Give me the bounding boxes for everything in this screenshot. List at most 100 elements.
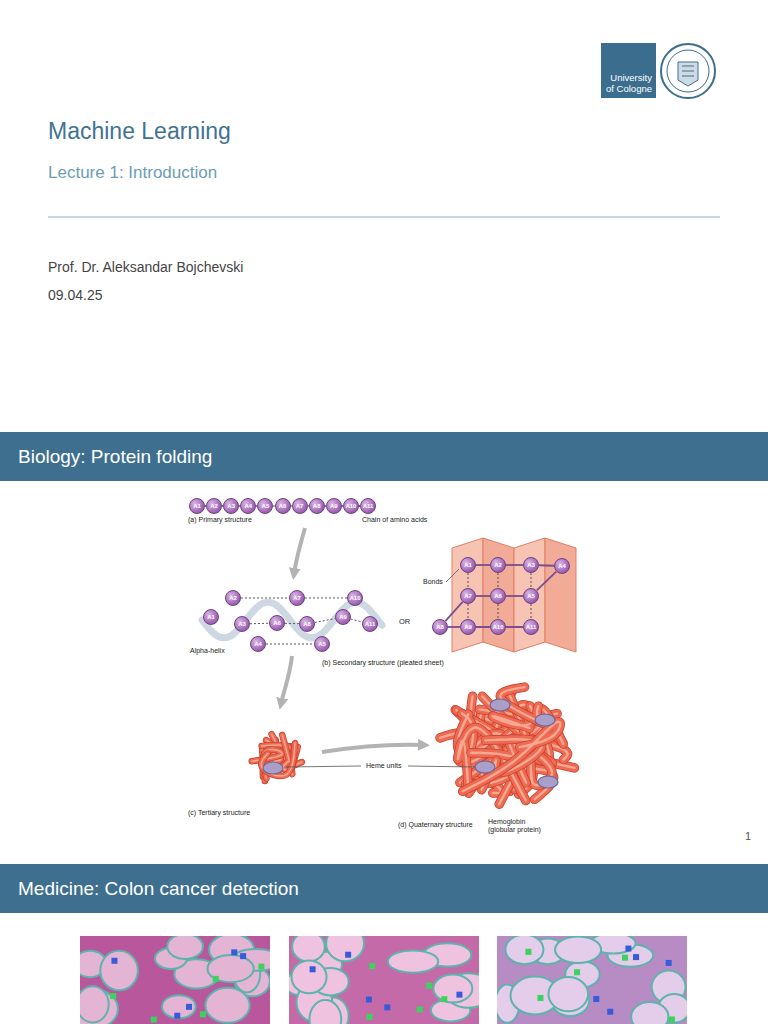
crypt xyxy=(292,960,327,993)
bond-line xyxy=(468,573,469,588)
residue-label: A3 xyxy=(527,562,535,568)
leader-line xyxy=(408,766,475,767)
date: 09.04.25 xyxy=(48,287,103,303)
amino-acid: A8 xyxy=(309,498,325,514)
detection-marker xyxy=(441,996,447,1002)
chain-link xyxy=(539,564,554,566)
residue-label: A9 xyxy=(464,624,472,630)
amino-acid: A11 xyxy=(362,616,378,632)
residue-label: A1 xyxy=(464,562,472,568)
amino-acid: A2 xyxy=(206,498,222,514)
crypt xyxy=(631,1002,668,1024)
seal-detail xyxy=(682,66,694,76)
amino-acid: A1 xyxy=(203,609,219,625)
residue-label: A4 xyxy=(558,563,566,569)
detection-marker xyxy=(258,964,264,970)
amino-acid: A3 xyxy=(234,616,250,632)
figure-caption: (c) Tertiary structure xyxy=(188,809,250,817)
detection-marker xyxy=(625,946,631,952)
detection-marker xyxy=(240,953,246,959)
sheet-panel xyxy=(483,538,514,652)
detection-marker xyxy=(384,1004,390,1010)
crypt xyxy=(292,936,325,962)
section-heading: Biology: Protein folding xyxy=(18,446,212,468)
amino-acid: A7 xyxy=(292,498,308,514)
section-band: Biology: Protein folding xyxy=(0,432,768,481)
detection-marker xyxy=(369,963,375,969)
detection-marker xyxy=(345,952,351,958)
leader-line xyxy=(286,766,361,767)
amino-acid: A4 xyxy=(554,558,570,574)
protein-tube-highlight xyxy=(261,743,295,776)
amino-acid: A7 xyxy=(289,590,305,606)
title-rule xyxy=(48,216,720,217)
amino-acid: A11 xyxy=(360,498,376,514)
amino-acid: A6 xyxy=(275,498,291,514)
bond-line xyxy=(351,619,363,622)
bond-line xyxy=(315,619,335,623)
residue-label: A5 xyxy=(262,503,270,509)
bond-line xyxy=(531,604,532,619)
amino-acid: A2 xyxy=(225,590,241,606)
crypt xyxy=(388,950,438,972)
detection-marker xyxy=(310,966,316,972)
detection-marker xyxy=(417,1006,423,1012)
tertiary-structure xyxy=(252,734,302,781)
amino-acid: A7 xyxy=(460,588,476,604)
amino-acid: A9 xyxy=(326,498,342,514)
chain-link xyxy=(445,602,462,621)
crypt xyxy=(433,975,472,1003)
residue-label: A5 xyxy=(527,593,535,599)
crypt xyxy=(205,988,249,1023)
residue-label: A4 xyxy=(254,641,262,647)
residue-label: A8 xyxy=(303,621,311,627)
figure-note: Chain of amino acids xyxy=(362,516,427,524)
crypt xyxy=(505,936,543,964)
quaternary-structure xyxy=(440,687,574,804)
section-band: Medicine: Colon cancer detection xyxy=(0,864,768,913)
amino-acid: A3 xyxy=(523,557,539,573)
residue-label: A1 xyxy=(207,614,215,620)
residue-label: A4 xyxy=(244,503,252,509)
chain-link xyxy=(448,626,460,628)
logo-box: University of Cologne xyxy=(601,43,656,98)
residue-label: A2 xyxy=(210,503,218,509)
detection-marker xyxy=(537,995,543,1001)
leader-line xyxy=(446,569,459,582)
residue-label: A11 xyxy=(526,624,537,630)
heme-disc xyxy=(475,761,495,773)
amino-acid: A8 xyxy=(299,616,315,632)
residue-label: A6 xyxy=(494,593,502,599)
amino-acid: A11 xyxy=(523,619,539,635)
amino-acid: A5 xyxy=(257,498,273,514)
residue-label: A8 xyxy=(313,503,321,509)
seal-ring xyxy=(667,50,709,92)
amino-acid: A4 xyxy=(240,498,256,514)
seal-ring xyxy=(661,44,715,98)
crypt xyxy=(100,951,138,990)
residue-label: A9 xyxy=(339,614,347,620)
amino-acid: A6 xyxy=(490,588,506,604)
protein-tube xyxy=(463,722,560,792)
figure-note: Bonds xyxy=(423,578,443,586)
detection-marker xyxy=(174,1013,180,1019)
figure-caption: (d) Quaternary structure xyxy=(398,821,473,829)
amino-acid: A1 xyxy=(460,557,476,573)
histology-image xyxy=(289,936,479,1024)
heme-disc xyxy=(263,762,283,774)
residue-label: A10 xyxy=(492,624,503,630)
sheet-panel xyxy=(514,538,545,652)
bond-line xyxy=(531,573,532,588)
slide-subtitle: Lecture 1: Introduction xyxy=(48,163,217,183)
bond-line xyxy=(285,623,299,624)
bond-line xyxy=(305,597,347,598)
university-seal xyxy=(661,44,715,98)
protein-tube-highlight xyxy=(463,722,560,792)
detection-marker xyxy=(666,960,672,966)
amino-acid: A3 xyxy=(223,498,239,514)
section-heading: Medicine: Colon cancer detection xyxy=(18,878,299,900)
heme-disc xyxy=(538,776,558,788)
residue-label: A2 xyxy=(229,595,237,601)
crypt xyxy=(548,977,588,1011)
